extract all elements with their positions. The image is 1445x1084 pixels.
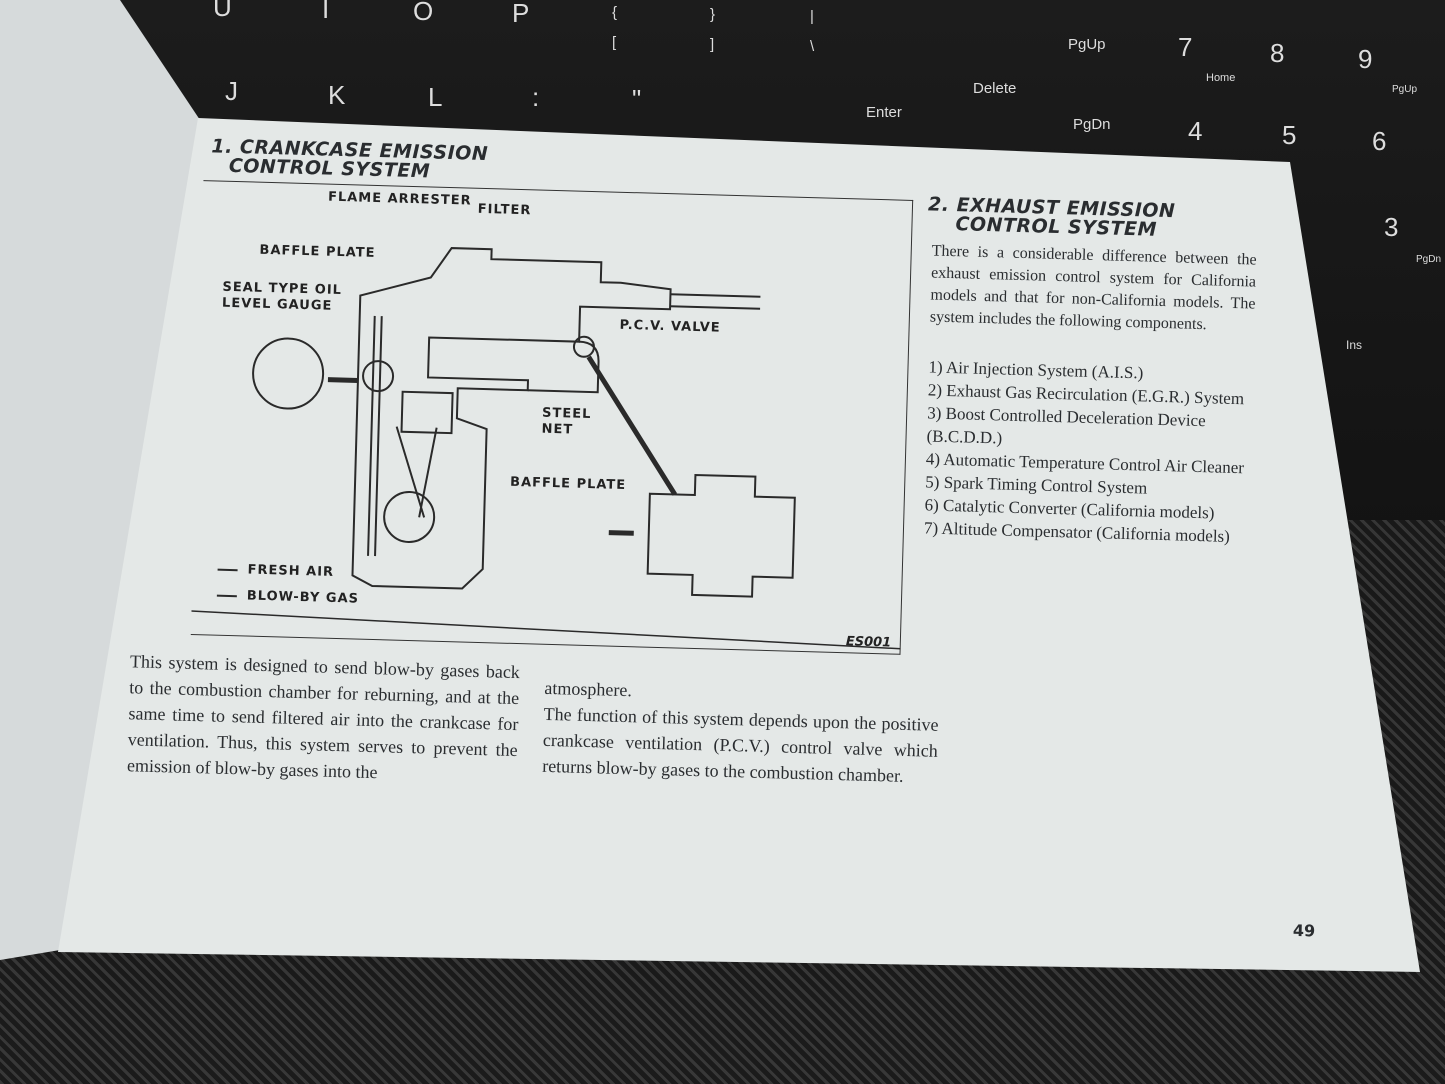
gauge-zoom-circle [362,360,395,393]
pcv-hose [527,340,600,394]
page-content: 1. CRANKCASE EMISSION CONTROL SYSTEM FLA… [127,125,1319,976]
key-pipe: | [810,8,814,25]
legend-blow-by-gas: BLOW-BY GAS [246,588,360,607]
label-baffle-plate-top: BAFFLE PLATE [259,242,376,261]
label-baffle-plate-bottom: BAFFLE PLATE [509,474,627,494]
pcv-valve-detail [646,473,796,598]
key-7: 7 [1178,32,1193,62]
key-p: P [512,0,530,28]
key-backslash: \ [810,38,815,55]
key-bracket-close: ] [710,36,715,53]
pcv-valve-symbol [572,335,595,358]
crankshaft [383,490,436,543]
section1-paragraph2-block: atmosphere. The function of this system … [542,675,940,790]
piston [400,390,454,435]
detail-arrow [327,377,358,384]
section2-components-list: 1) Air Injection System (A.I.S.) 2) Exha… [924,355,1264,548]
figure-id: ES001 [845,634,892,651]
key-pgup: PgUp [1068,36,1106,53]
engine-illustration [191,247,901,650]
key-ins: Ins [1346,338,1363,352]
key-pgdn: PgDn [1073,116,1111,133]
intake-pipe [670,293,761,310]
key-j: J [225,76,238,106]
section1-paragraph1: This system is designed to send blow-by … [126,651,521,783]
connecting-rod [395,426,438,518]
key-9: 9 [1358,44,1373,74]
key-l: L [428,82,443,112]
label-steel: STEEL [541,405,592,423]
key-u: U [213,0,232,22]
key-colon: : [532,82,540,112]
section1-title: 1. CRANKCASE EMISSION CONTROL SYSTEM [211,135,488,183]
key-k: K [328,80,346,110]
key-bracket-open: [ [612,34,617,51]
key-pgdn-num: PgDn [1416,254,1442,265]
diagram-bottom-rule [191,610,901,650]
blowby-arrow [586,355,677,496]
section2-title-line2: CONTROL SYSTEM [955,213,1158,241]
key-6: 6 [1372,126,1387,156]
section1-paragraph2: The function of this system depends upon… [541,703,939,786]
flow-arrow [608,530,634,536]
key-4: 4 [1188,116,1203,146]
key-home: Home [1206,72,1236,84]
key-o: O [413,0,434,26]
gauge-detail-circle [252,337,325,410]
label-filter: FILTER [477,201,532,219]
legend-arrows [216,568,238,598]
oil-level-gauge [367,315,383,557]
label-net: NET [541,421,574,438]
key-brace-close: } [710,6,716,23]
label-pcv-valve: P.C.V. VALVE [619,317,721,336]
key-i: I [322,0,330,24]
key-8: 8 [1270,38,1285,68]
key-brace-open: { [612,4,618,21]
label-seal-type-line2: LEVEL GAUGE [221,295,333,314]
key-5: 5 [1282,120,1297,150]
engine-block-outline [351,247,672,590]
key-pgup-num: PgUp [1392,84,1418,95]
legend-fresh-air: FRESH AIR [247,562,335,580]
key-enter: Enter [866,104,902,121]
page-number: 49 [1292,920,1316,941]
section2-title: 2. EXHAUST EMISSION CONTROL SYSTEM [927,193,1176,241]
key-3: 3 [1384,212,1399,242]
crankcase-diagram: FLAME ARRESTER FILTER BAFFLE PLATE SEAL … [190,180,914,655]
section2-intro: There is a considerable difference betwe… [929,242,1257,334]
key-quote: " [632,84,642,114]
key-delete: Delete [973,80,1017,97]
